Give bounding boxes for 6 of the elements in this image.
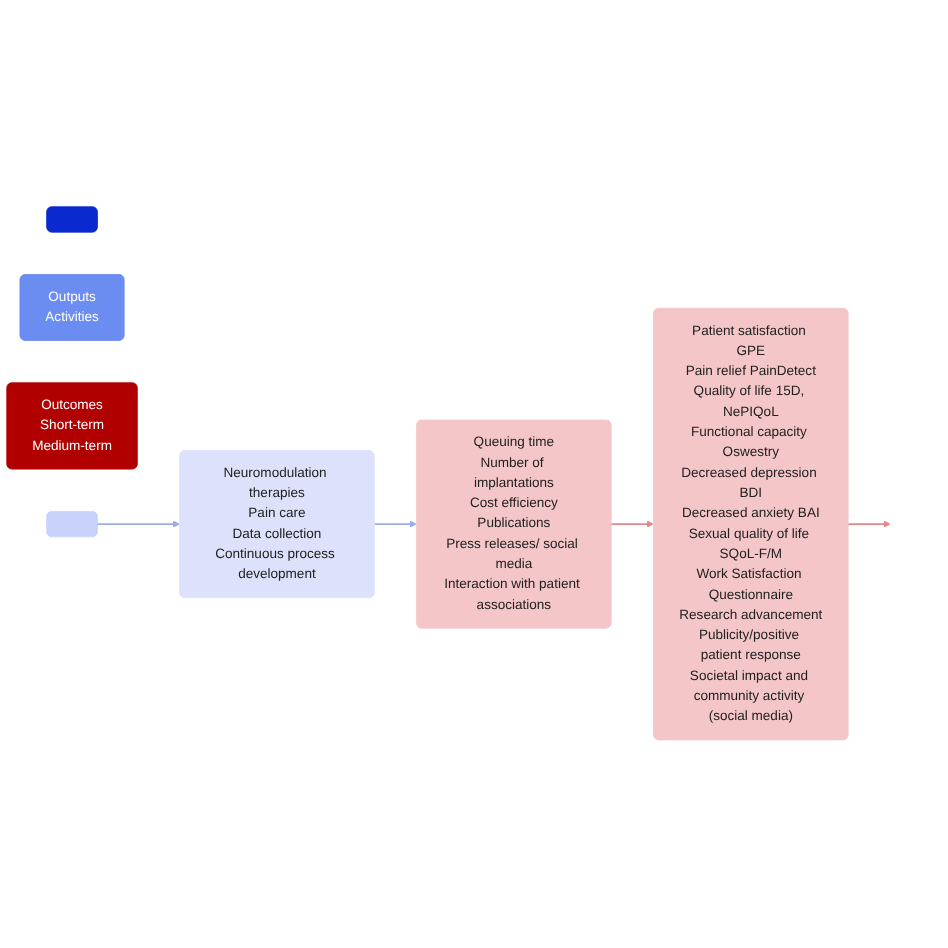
node-box [46,511,98,538]
arrow [847,521,891,529]
arrow [96,521,180,529]
arrow [373,521,417,529]
node-box [46,207,98,234]
arrow [610,521,654,529]
